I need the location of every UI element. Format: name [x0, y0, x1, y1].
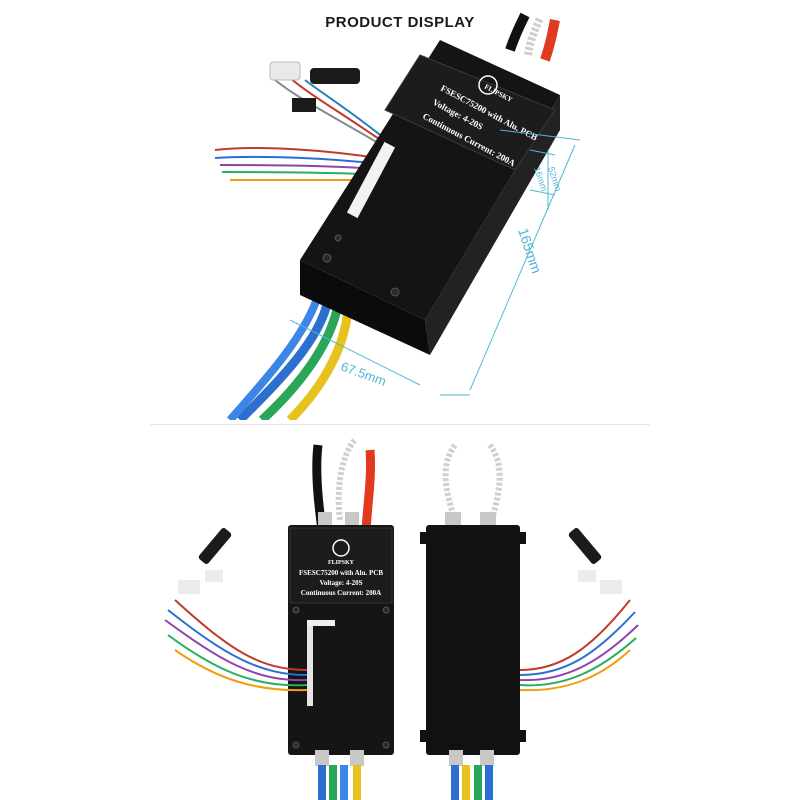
bottom-product-photo: FLIPSKY FSESC75200 with Alu. PCB Voltage…	[164, 437, 639, 800]
length-dimension: 165mm	[515, 226, 545, 275]
back-view-esc	[420, 443, 639, 800]
brand-label-front: FLIPSKY	[328, 560, 355, 566]
page-title: PRODUCT DISPLAY	[325, 14, 475, 31]
section-divider	[150, 424, 650, 425]
dimension-lines	[289, 129, 581, 396]
phase-wires-bottom	[227, 294, 353, 420]
back-case	[426, 525, 520, 755]
top-product-photo: FLIPSKY FSESC75200 with Alu. PCB Voltage…	[214, 12, 581, 420]
power-cables-top	[505, 12, 560, 62]
width-dimension: 67.5mm	[339, 359, 388, 389]
voltage-label-front: Voltage: 4-20S	[319, 579, 362, 587]
front-view-esc: FLIPSKY FSESC75200 with Alu. PCB Voltage…	[164, 437, 394, 800]
esc-case: FLIPSKY FSESC75200 with Alu. PCB Voltage…	[300, 40, 560, 355]
signal-cable-bundle	[214, 61, 395, 182]
brand-logo-icon	[332, 539, 350, 557]
model-label-front: FSESC75200 with Alu. PCB	[299, 569, 383, 577]
current-label-front: Continuous Current: 200A	[301, 589, 381, 597]
